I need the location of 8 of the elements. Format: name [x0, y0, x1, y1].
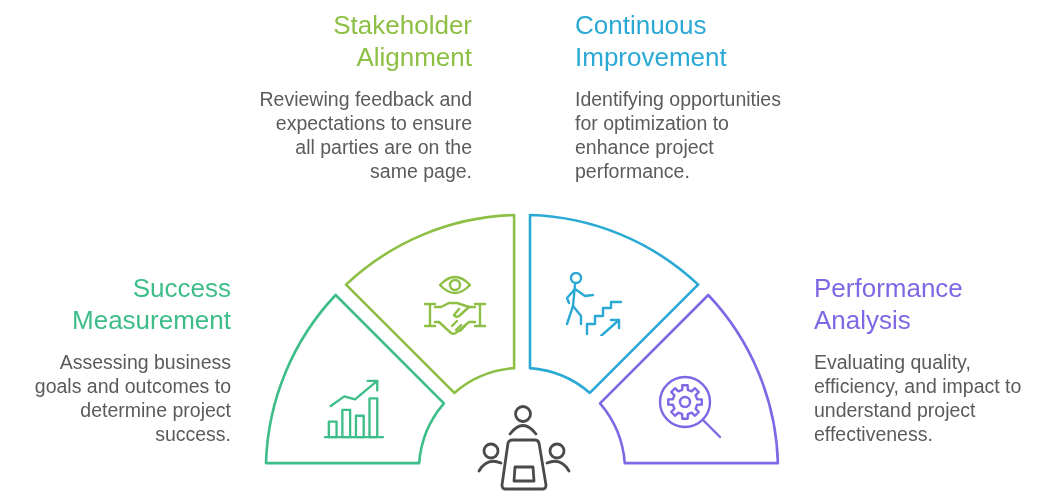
- segment-description: Identifying opportunities for optimization to enhance project performance.: [575, 87, 782, 183]
- segment-heading: Stakeholder Alignment: [332, 9, 472, 73]
- segment-description: Reviewing feedback and expectations to ensure all parties are on the same page.: [258, 87, 472, 183]
- segment-heading: Success Measurement: [71, 272, 231, 336]
- segment-description: Assessing business goals and outcomes to determine project success.: [33, 350, 231, 446]
- segment-heading: Continuous Improvement: [575, 9, 728, 73]
- segment-heading: Performance Analysis: [814, 272, 964, 336]
- segment-description: Evaluating quality, efficiency, and impact to understand project effectiveness.: [814, 350, 1023, 446]
